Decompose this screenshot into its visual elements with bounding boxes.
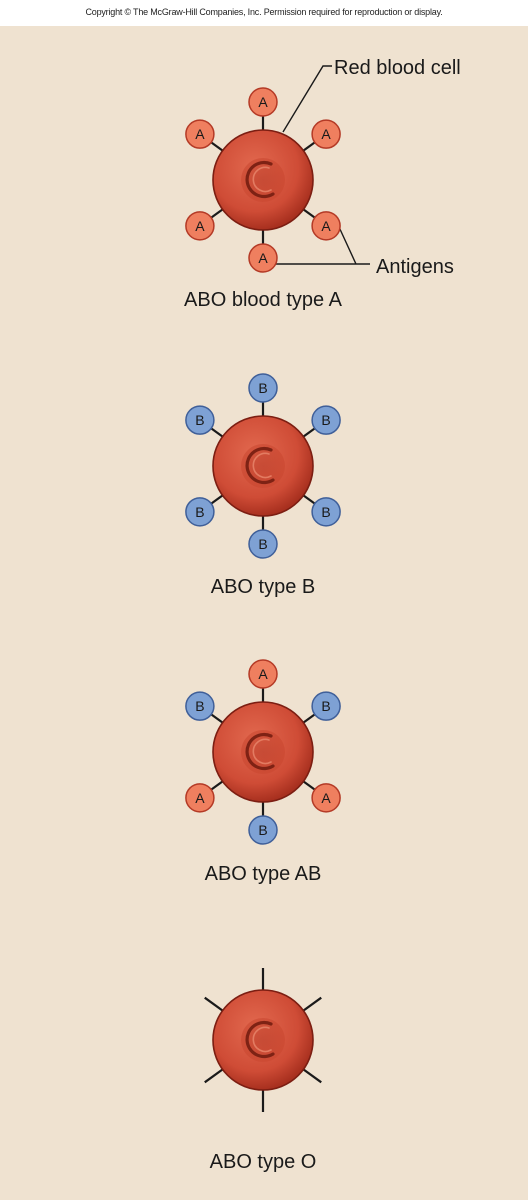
antigen-stalk <box>204 996 225 1013</box>
red-blood-cell-leader-line <box>282 65 332 133</box>
cell-caption: ABO type AB <box>205 863 322 885</box>
antigen-a-lower-left: A <box>185 211 215 241</box>
antigen-stalk <box>301 996 322 1013</box>
antigen-letter: A <box>258 250 268 266</box>
antigen-letter: B <box>321 504 330 520</box>
antigen-circle <box>185 405 215 435</box>
antigen-letter: B <box>258 822 267 838</box>
antigen-letter: A <box>195 126 205 142</box>
antigen-b-lower-left: B <box>185 497 215 527</box>
antigen-letter: B <box>195 504 204 520</box>
antigen-letter: A <box>258 94 268 110</box>
antigen-b-lower-right: B <box>311 497 341 527</box>
antigen-a-top: A <box>248 659 278 689</box>
antigen-letter: B <box>258 380 267 396</box>
antigen-circle <box>311 691 341 721</box>
cell-group-2: B B B B B B ABO type B <box>185 373 341 598</box>
antigen-a-lower-left: A <box>185 783 215 813</box>
antigen-letter: B <box>321 412 330 428</box>
cell-group-1: A A A A A A ABO blood type A <box>184 87 343 311</box>
cell-crescent <box>245 1020 275 1059</box>
antigen-a-lower-right: A <box>311 211 341 241</box>
antigen-circle <box>311 211 341 241</box>
cell-crescent <box>245 446 275 485</box>
antigen-circle <box>311 405 341 435</box>
antigen-circle <box>311 783 341 813</box>
antigen-letter: B <box>258 536 267 552</box>
antigen-circle <box>185 497 215 527</box>
antigen-a-bottom: A <box>248 243 278 273</box>
antigens-label: Antigens <box>376 256 454 278</box>
antigen-b-upper-left: B <box>185 405 215 435</box>
antigen-b-bottom: B <box>248 815 278 845</box>
antigen-a-upper-left: A <box>185 119 215 149</box>
antigen-circle <box>185 691 215 721</box>
red-blood-cell-callout: Red blood cell <box>282 57 461 133</box>
antigen-letter: A <box>321 126 331 142</box>
cell-highlight <box>252 452 272 479</box>
cell-highlight <box>252 1026 272 1053</box>
cell-highlight <box>252 738 272 765</box>
antigens-leader-line <box>276 226 370 265</box>
cell-group-4: ABO type O <box>204 968 322 1173</box>
cell-crescent <box>245 732 275 771</box>
antigen-b-upper-left: B <box>185 691 215 721</box>
antigen-letter: B <box>195 412 204 428</box>
antigen-stalk <box>301 1067 322 1084</box>
antigen-circle <box>248 373 278 403</box>
antigen-a-lower-right: A <box>311 783 341 813</box>
cell-caption: ABO type O <box>210 1151 317 1173</box>
antigen-a-upper-right: A <box>311 119 341 149</box>
antigen-b-top: B <box>248 373 278 403</box>
antigen-circle <box>248 243 278 273</box>
copyright-bar: Copyright © The McGraw-Hill Companies, I… <box>0 0 528 26</box>
antigens-callout: Antigens <box>276 226 454 278</box>
antigen-circle <box>185 119 215 149</box>
antigen-circle <box>185 211 215 241</box>
antigen-stalk <box>204 1067 225 1084</box>
cell-crescent <box>245 160 275 199</box>
antigen-letter: A <box>258 666 268 682</box>
cell-caption: ABO type B <box>211 576 316 598</box>
copyright-notice: Copyright © The McGraw-Hill Companies, I… <box>85 7 443 17</box>
cell-caption: ABO blood type A <box>184 289 343 311</box>
antigen-circle <box>185 783 215 813</box>
antigen-letter: A <box>321 790 331 806</box>
antigen-a-top: A <box>248 87 278 117</box>
antigen-circle <box>311 119 341 149</box>
antigen-circle <box>311 497 341 527</box>
antigen-letter: B <box>321 698 330 714</box>
antigen-letter: A <box>195 790 205 806</box>
antigen-circle <box>248 87 278 117</box>
antigen-b-bottom: B <box>248 529 278 559</box>
antigen-letter: B <box>195 698 204 714</box>
cell-group-3: A B A B A B ABO type AB <box>185 659 341 885</box>
antigen-letter: A <box>195 218 205 234</box>
antigen-letter: A <box>321 218 331 234</box>
antigen-b-upper-right: B <box>311 405 341 435</box>
antigen-circle <box>248 529 278 559</box>
antigen-circle <box>248 815 278 845</box>
cell-highlight <box>252 166 272 193</box>
red-blood-cell-label: Red blood cell <box>334 57 461 79</box>
antigen-circle <box>248 659 278 689</box>
antigen-b-upper-right: B <box>311 691 341 721</box>
